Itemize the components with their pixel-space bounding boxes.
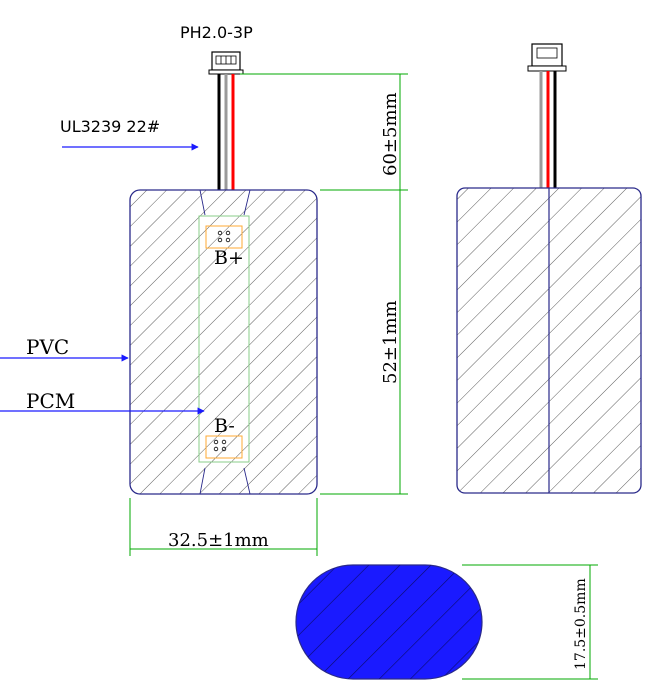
b-minus-label: B- bbox=[214, 415, 235, 437]
wire-label: UL3239 22# bbox=[60, 117, 160, 136]
pcm-board bbox=[198, 215, 250, 463]
thickness-dimension-lines bbox=[462, 564, 598, 680]
dimension-lines-horizontal bbox=[129, 498, 318, 556]
wires-back bbox=[539, 71, 557, 188]
connector-label: PH2.0-3P bbox=[180, 23, 253, 42]
connector-front bbox=[208, 51, 244, 75]
thickness-dimension: 17.5±0.5mm bbox=[573, 578, 589, 670]
height-dimension: 52±1mm bbox=[380, 300, 401, 384]
width-dimension: 32.5±1mm bbox=[168, 530, 269, 551]
connector-back bbox=[527, 43, 567, 72]
battery-body-front bbox=[129, 189, 318, 495]
b-plus-label: B+ bbox=[214, 247, 244, 269]
dimension-lines-vertical bbox=[240, 73, 408, 495]
wires-front bbox=[217, 74, 235, 190]
cross-section bbox=[295, 564, 483, 680]
pcm-label: PCM bbox=[26, 389, 75, 413]
wire-length-dimension: 60±5mm bbox=[380, 92, 401, 176]
pvc-label: PVC bbox=[26, 335, 69, 359]
